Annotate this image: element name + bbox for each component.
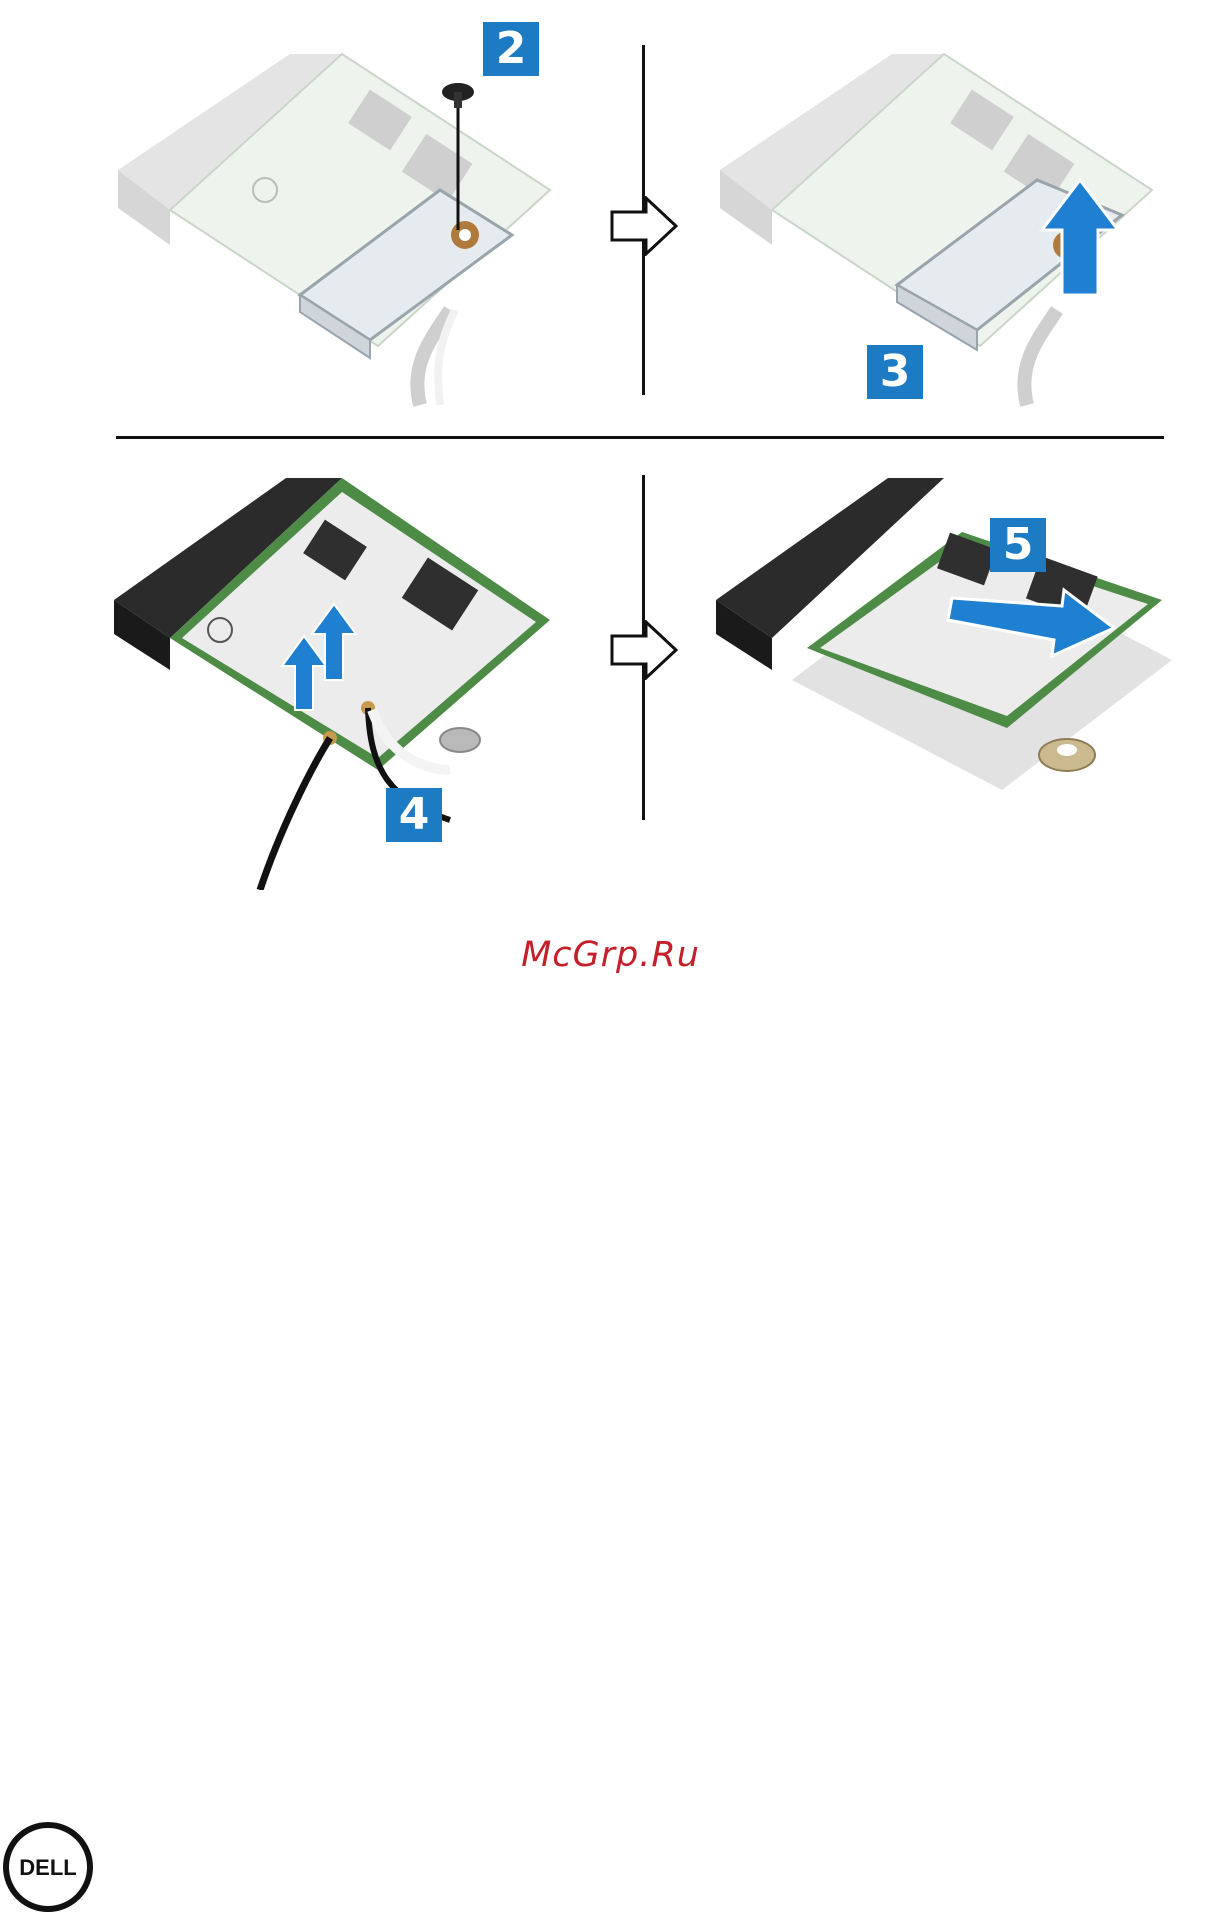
wlan-card-bracket-illustration bbox=[110, 40, 570, 410]
step-4-badge: 4 bbox=[386, 788, 442, 842]
wlan-card-removal-illustration bbox=[712, 470, 1172, 800]
step-5-panel bbox=[712, 470, 1172, 800]
step-3-badge: 3 bbox=[867, 345, 923, 399]
next-step-arrow-icon bbox=[610, 196, 680, 256]
dell-logo: DELL bbox=[2, 1821, 94, 1913]
wlan-bracket-lift-illustration bbox=[712, 40, 1172, 410]
step-2-panel bbox=[110, 40, 570, 410]
step-4-panel bbox=[110, 470, 570, 890]
watermark-text: McGrp.Ru bbox=[0, 935, 1221, 975]
next-step-arrow-icon-lower bbox=[610, 620, 680, 680]
step-2-badge: 2 bbox=[483, 22, 539, 76]
antenna-cable-disconnect-illustration bbox=[110, 470, 570, 890]
svg-text:DELL: DELL bbox=[19, 1855, 76, 1880]
horizontal-divider bbox=[116, 436, 1164, 439]
step-5-badge: 5 bbox=[990, 518, 1046, 572]
step-3-panel bbox=[712, 40, 1172, 410]
